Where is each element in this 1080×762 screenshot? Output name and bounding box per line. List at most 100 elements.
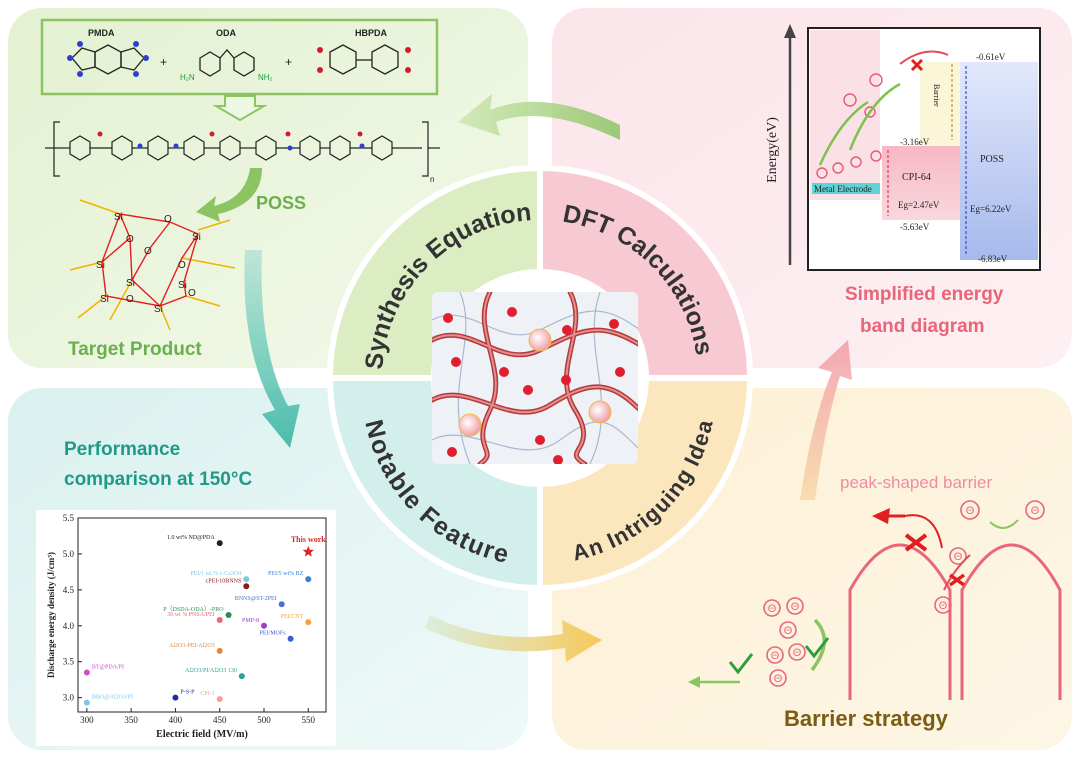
y-tick-label: 4.5 xyxy=(63,585,75,595)
data-point xyxy=(216,540,223,547)
data-point xyxy=(83,699,90,706)
performance-title-line1: Performance xyxy=(64,439,180,460)
data-point xyxy=(305,576,312,583)
level-cpi-bottom: -5.63eV xyxy=(900,222,930,232)
data-label: PEI/CNT xyxy=(281,614,304,620)
svg-text:+: + xyxy=(160,55,167,69)
svg-text:Θ: Θ xyxy=(768,603,777,615)
svg-text:Si: Si xyxy=(96,260,105,271)
data-label: This work xyxy=(291,535,326,544)
arrow-synthesis-to-performance xyxy=(244,250,300,448)
svg-text:Si: Si xyxy=(178,280,187,291)
svg-text:Θ: Θ xyxy=(939,600,948,612)
level-poss-bottom: -6.83eV xyxy=(978,254,1008,264)
dft-content: Energy(eV) Metal Electrode CPI-64 POSS -… xyxy=(765,24,1041,337)
data-label: PEI/1 wt.% c-Ca3O4 xyxy=(190,571,241,577)
svg-text:Θ: Θ xyxy=(793,647,802,659)
pmda-structure xyxy=(71,44,145,75)
data-label: Al2O3-PEI-Al2O3 xyxy=(169,643,215,649)
data-label: BNNS@ST-2PEI xyxy=(235,596,277,602)
arrow-performance-to-barrier xyxy=(425,615,602,662)
y-tick-label: 3.5 xyxy=(63,657,75,667)
metal-electrode-label: Metal Electrode xyxy=(814,184,872,194)
y-tick-label: 4.0 xyxy=(63,621,75,631)
svg-text:Si: Si xyxy=(154,304,163,315)
y-tick-label: 3.0 xyxy=(63,693,75,703)
svg-text:Θ: Θ xyxy=(954,551,963,563)
svg-text:Θ: Θ xyxy=(966,505,975,517)
x-tick-label: 300 xyxy=(80,715,94,725)
level-cpi-gap: Eg=2.47eV xyxy=(898,200,940,210)
data-label: Al2O3/PI/Al2O3 130 xyxy=(185,668,237,674)
poss-arrow-label: POSS xyxy=(256,193,306,213)
ring-quadrant-idea xyxy=(537,375,754,592)
monomer-label-pmda: PMDA xyxy=(88,28,115,38)
metal-electrode-band xyxy=(810,30,880,200)
data-label: 1.0 wt% ND@PDA xyxy=(167,535,215,541)
svg-text:Θ: Θ xyxy=(774,673,783,685)
svg-text:O: O xyxy=(126,294,134,305)
chart-plot-frame xyxy=(77,517,327,713)
data-label: 30 wt % PNSA/PEI xyxy=(167,612,215,618)
svg-text:Θ: Θ xyxy=(1031,505,1040,517)
monomer-label-hbpda: HBPDA xyxy=(355,28,388,38)
poss-bonds xyxy=(101,213,200,307)
synthesis-content: PMDA ODA HBPDA + H₂N NH₂ + xyxy=(40,18,440,360)
data-point xyxy=(216,617,223,624)
cpi-band xyxy=(882,146,960,220)
svg-text:Θ: Θ xyxy=(784,625,793,637)
svg-text:Si: Si xyxy=(100,294,109,305)
peak-barrier-label: peak-shaped barrier xyxy=(840,473,992,492)
data-label: PEI/MOFs xyxy=(260,631,287,637)
svg-text:O: O xyxy=(188,288,196,299)
barrier-peak-left xyxy=(848,543,952,700)
barrier-peak-right xyxy=(960,543,1062,700)
x-axis-label: Electric field (MV/m) xyxy=(156,729,248,740)
level-poss-gap: Eg=6.22eV xyxy=(970,204,1012,214)
data-point xyxy=(278,601,285,608)
y-tick-label: 5.5 xyxy=(63,513,75,523)
svg-text:Θ: Θ xyxy=(771,650,780,662)
y-tick-label: 5.0 xyxy=(63,549,75,559)
energy-axis-label: Energy(eV) xyxy=(765,117,780,183)
polymer-network-image xyxy=(432,292,638,464)
data-label: PMP-8 xyxy=(242,618,259,624)
svg-text:O: O xyxy=(164,214,172,225)
y-axis-label: Discharge energy density (J/cm³) xyxy=(46,552,56,678)
data-point xyxy=(238,673,245,680)
x-tick-label: 550 xyxy=(302,715,316,725)
data-point xyxy=(225,612,232,618)
data-point xyxy=(243,576,250,583)
data-point xyxy=(172,694,179,701)
dft-title-line2: band diagram xyxy=(860,316,985,337)
poss-band xyxy=(960,62,1038,260)
data-label: BBO@Al2O3/PI xyxy=(92,695,133,701)
svg-text:H₂N: H₂N xyxy=(180,73,195,82)
performance-title-line2: comparison at 150°C xyxy=(64,469,252,490)
barrier-strategy-label: Barrier strategy xyxy=(784,706,949,731)
x-tick-label: 400 xyxy=(169,715,183,725)
data-label: cPEI-10BNNS xyxy=(206,578,242,584)
svg-text:Θ: Θ xyxy=(791,601,800,613)
oda-structure xyxy=(199,49,255,77)
poss-band-label: POSS xyxy=(980,154,1004,165)
barrier-label: Barrier xyxy=(932,84,941,107)
arrow-dft-to-synthesis xyxy=(458,94,620,140)
svg-text:+: + xyxy=(285,55,292,69)
data-label: PEI/5 wt% BZ xyxy=(268,571,304,577)
hbpda-structure xyxy=(329,44,399,75)
x-tick-label: 500 xyxy=(257,715,271,725)
poss-cage xyxy=(69,199,236,331)
svg-text:O: O xyxy=(144,246,152,257)
svg-text:O: O xyxy=(126,234,134,245)
svg-text:O: O xyxy=(178,260,186,271)
svg-text:Si: Si xyxy=(114,212,123,223)
monomer-label-oda: ODA xyxy=(216,28,237,38)
data-point xyxy=(305,619,312,626)
data-label: P（DSDA-ODA）-PRO xyxy=(163,606,224,613)
level-cpi-top: -3.16eV xyxy=(900,137,930,147)
